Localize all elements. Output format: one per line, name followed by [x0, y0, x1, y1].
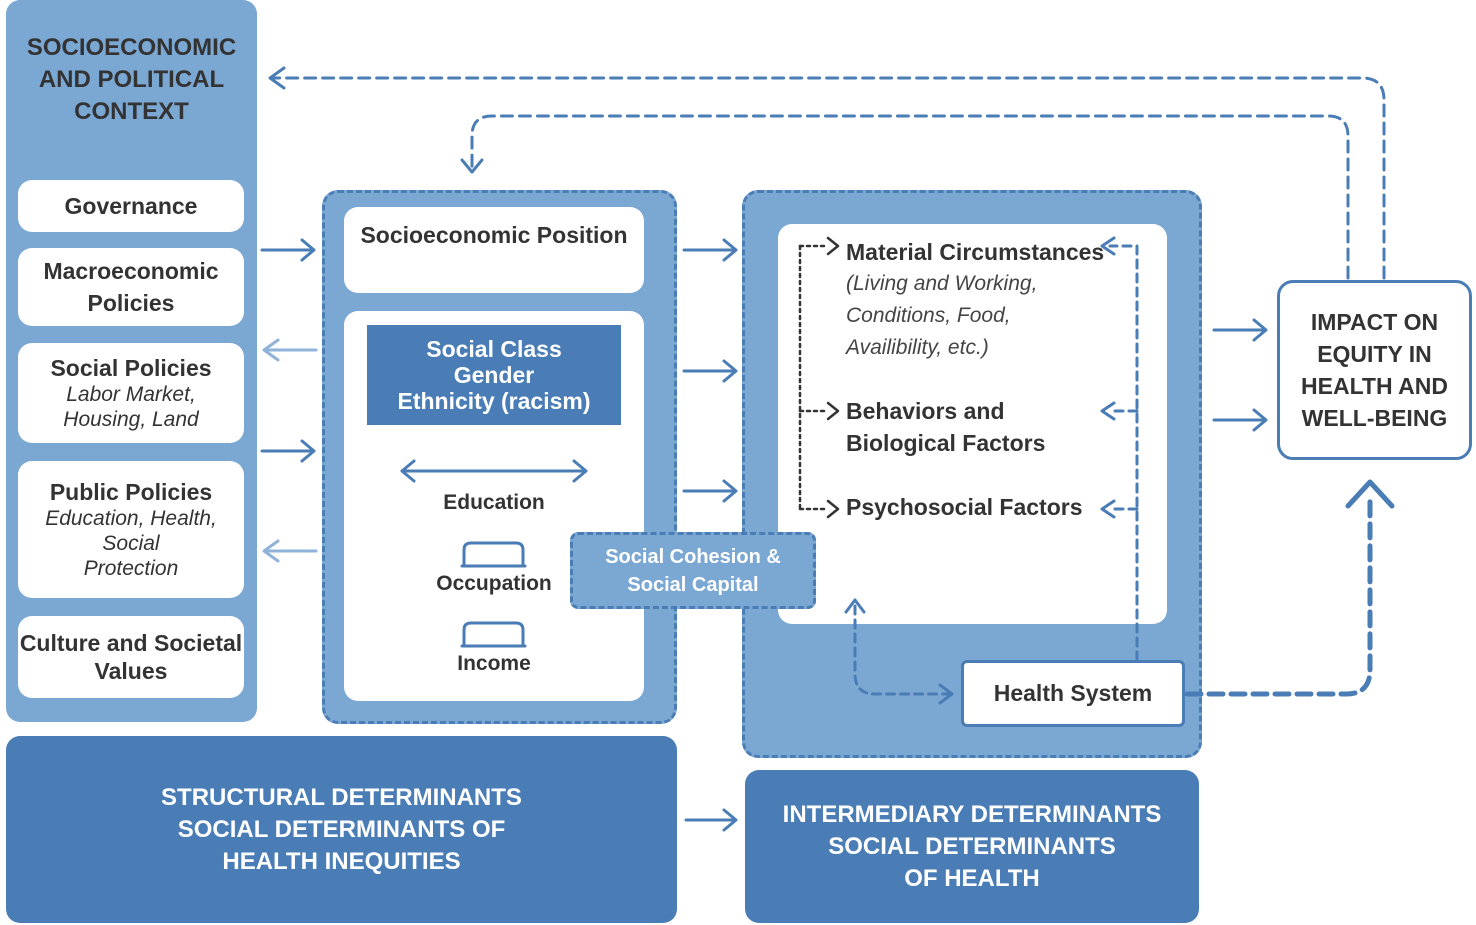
arrowhead-material [1100, 236, 1116, 256]
arrow-intermediary-to-impact-1 [1212, 318, 1268, 342]
social-cohesion-box: Social Cohesion & Social Capital [570, 532, 816, 609]
arrowhead-cohesion-up [844, 598, 866, 614]
health-system-feedback-line [1108, 244, 1139, 662]
income-step-icon [460, 621, 527, 648]
health-system-to-impact [1184, 493, 1373, 697]
education-label: Education [443, 491, 545, 514]
impact-equity-box: IMPACT ON EQUITY IN HEALTH AND WELL-BEIN… [1277, 280, 1472, 460]
intermediary-factors-card [778, 224, 1167, 624]
education-double-arrow [400, 459, 588, 483]
macroeconomic-policies-card: Macroeconomic Policies [18, 248, 244, 326]
arrow-position-to-intermediary-1 [682, 238, 738, 262]
feedback-arrow-to-context [270, 76, 1386, 280]
arrowhead-dotted-behaviors [826, 401, 840, 421]
public-policies-card: Public Policies Education, Health, Socia… [18, 461, 244, 598]
intermediary-determinants-box: INTERMEDIARY DETERMINANTS SOCIAL DETERMI… [745, 770, 1199, 923]
arrow-position-to-context-1 [262, 338, 318, 362]
health-system-box: Health System [961, 660, 1185, 727]
socioeconomic-position-card: Socioeconomic Position [344, 207, 644, 293]
feedback-arrowhead-position [460, 158, 484, 174]
arrowhead-behaviors [1100, 401, 1116, 421]
arrow-context-to-position-1 [260, 238, 316, 262]
arrowhead-health-right [938, 683, 954, 705]
behaviors-biological-factors: Behaviors and Biological Factors [846, 398, 1046, 456]
occupation-step-icon [460, 541, 527, 568]
governance-card: Governance [18, 180, 244, 232]
arrow-position-to-intermediary-3 [682, 479, 738, 503]
social-class-gender-ethnicity-box: Social Class Gender Ethnicity (racism) [367, 325, 621, 425]
psychosocial-factors: Psychosocial Factors [846, 494, 1083, 520]
arrow-position-to-intermediary-2 [682, 359, 738, 383]
arrow-structural-to-intermediary [684, 808, 738, 832]
arrow-intermediary-to-impact-2 [1212, 408, 1268, 432]
arrowhead-psychosocial [1100, 499, 1116, 519]
income-label: Income [457, 652, 531, 675]
arrow-position-to-context-2 [262, 539, 318, 563]
structural-determinants-box: STRUCTURAL DETERMINANTS SOCIAL DETERMINA… [6, 736, 677, 923]
social-policies-card: Social Policies Labor Market, Housing, L… [18, 343, 244, 443]
arrowhead-dotted-material [826, 236, 840, 256]
arrowhead-dotted-psychosocial [826, 499, 840, 519]
occupation-label: Occupation [436, 572, 552, 595]
arrow-context-to-position-2 [260, 439, 316, 463]
cohesion-health-link [853, 604, 950, 696]
feedback-arrowhead-context [268, 66, 286, 90]
context-title: SOCIOECONOMIC AND POLITICAL CONTEXT [26, 34, 237, 125]
culture-values-card: Culture and Societal Values [18, 616, 244, 698]
arrowhead-impact-up [1345, 479, 1395, 509]
material-circumstances: Material Circumstances (Living and Worki… [846, 239, 1105, 359]
feedback-arrow-to-position [470, 114, 1350, 280]
